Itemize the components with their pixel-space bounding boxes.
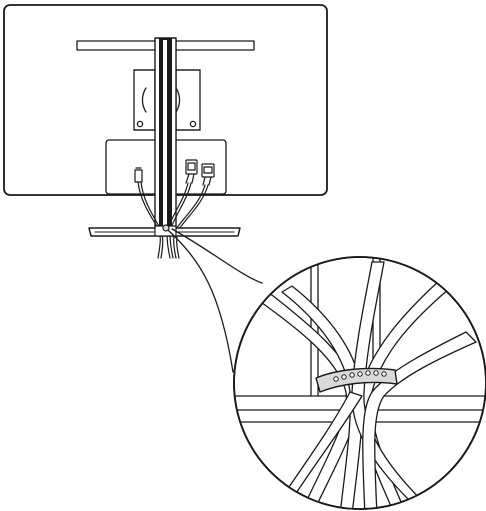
callout-connector: [167, 228, 263, 373]
zoom-callout: [233, 256, 486, 510]
stand-base: [88, 224, 241, 237]
video-connector: [185, 159, 198, 184]
vesa-screw-hole: [189, 120, 197, 128]
monitor-rear-view: [3, 4, 328, 259]
vesa-screw-hole: [136, 120, 144, 128]
cable-tie: [315, 367, 398, 393]
cable-tie-small: [162, 224, 170, 232]
power-connector: [134, 167, 143, 183]
cable-tie-holes: [333, 370, 387, 382]
video-connector: [201, 163, 215, 186]
stand-neck-highlight: [163, 40, 167, 226]
